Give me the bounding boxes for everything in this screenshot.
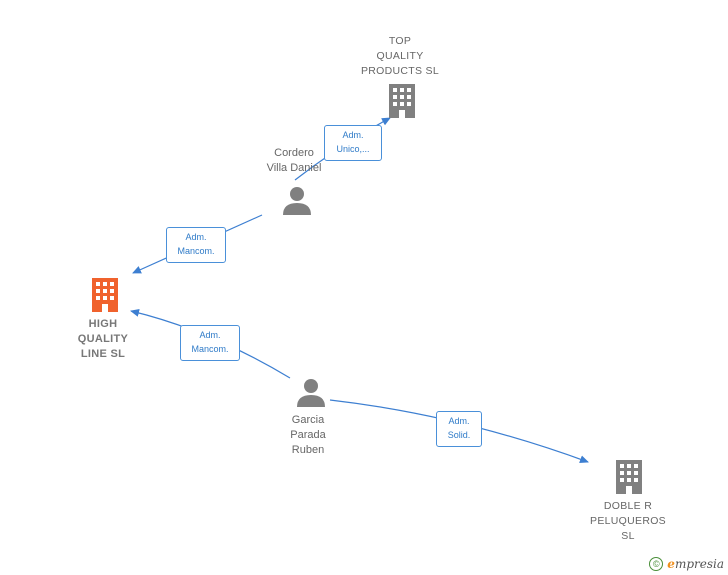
- copyright-icon: ©: [649, 557, 664, 571]
- brand-name: mpresia: [674, 557, 724, 571]
- relation-badge-garcia-high[interactable]: Adm. Mancom.: [180, 325, 240, 361]
- relation-badge-garcia-doble[interactable]: Adm. Solid.: [436, 411, 482, 447]
- relation-badge-cordero-top[interactable]: Adm. Unico,...: [324, 125, 382, 161]
- company-label-doble-r[interactable]: DOBLE R PELUQUEROS SL: [590, 500, 666, 542]
- building-icon[interactable]: [614, 460, 644, 494]
- relation-detail: Mancom.: [191, 344, 229, 354]
- relation-detail: Unico,...: [336, 144, 370, 154]
- person-label-garcia[interactable]: Garcia Parada Ruben: [290, 414, 326, 456]
- brand-logo[interactable]: empresia: [667, 557, 724, 571]
- building-icon[interactable]: [387, 84, 417, 118]
- relation-detail: Mancom.: [177, 246, 215, 256]
- person-label-cordero[interactable]: Cordero Villa Daniel: [266, 147, 322, 174]
- relation-role: Adm.: [448, 416, 470, 426]
- relation-role: Adm.: [199, 330, 221, 340]
- relation-role: Adm.: [342, 130, 364, 140]
- building-icon-main[interactable]: [90, 278, 120, 312]
- company-label-top-quality[interactable]: TOP QUALITY PRODUCTS SL: [361, 35, 439, 77]
- brand-initial: e: [667, 557, 675, 571]
- relation-detail: Solid.: [447, 430, 471, 440]
- footer-brand: © empresia: [649, 557, 724, 571]
- relation-badge-cordero-high[interactable]: Adm. Mancom.: [166, 227, 226, 263]
- person-icon[interactable]: [282, 186, 312, 216]
- company-label-high-quality[interactable]: HIGH QUALITY LINE SL: [77, 318, 129, 360]
- person-icon[interactable]: [296, 378, 326, 408]
- relation-role: Adm.: [185, 232, 207, 242]
